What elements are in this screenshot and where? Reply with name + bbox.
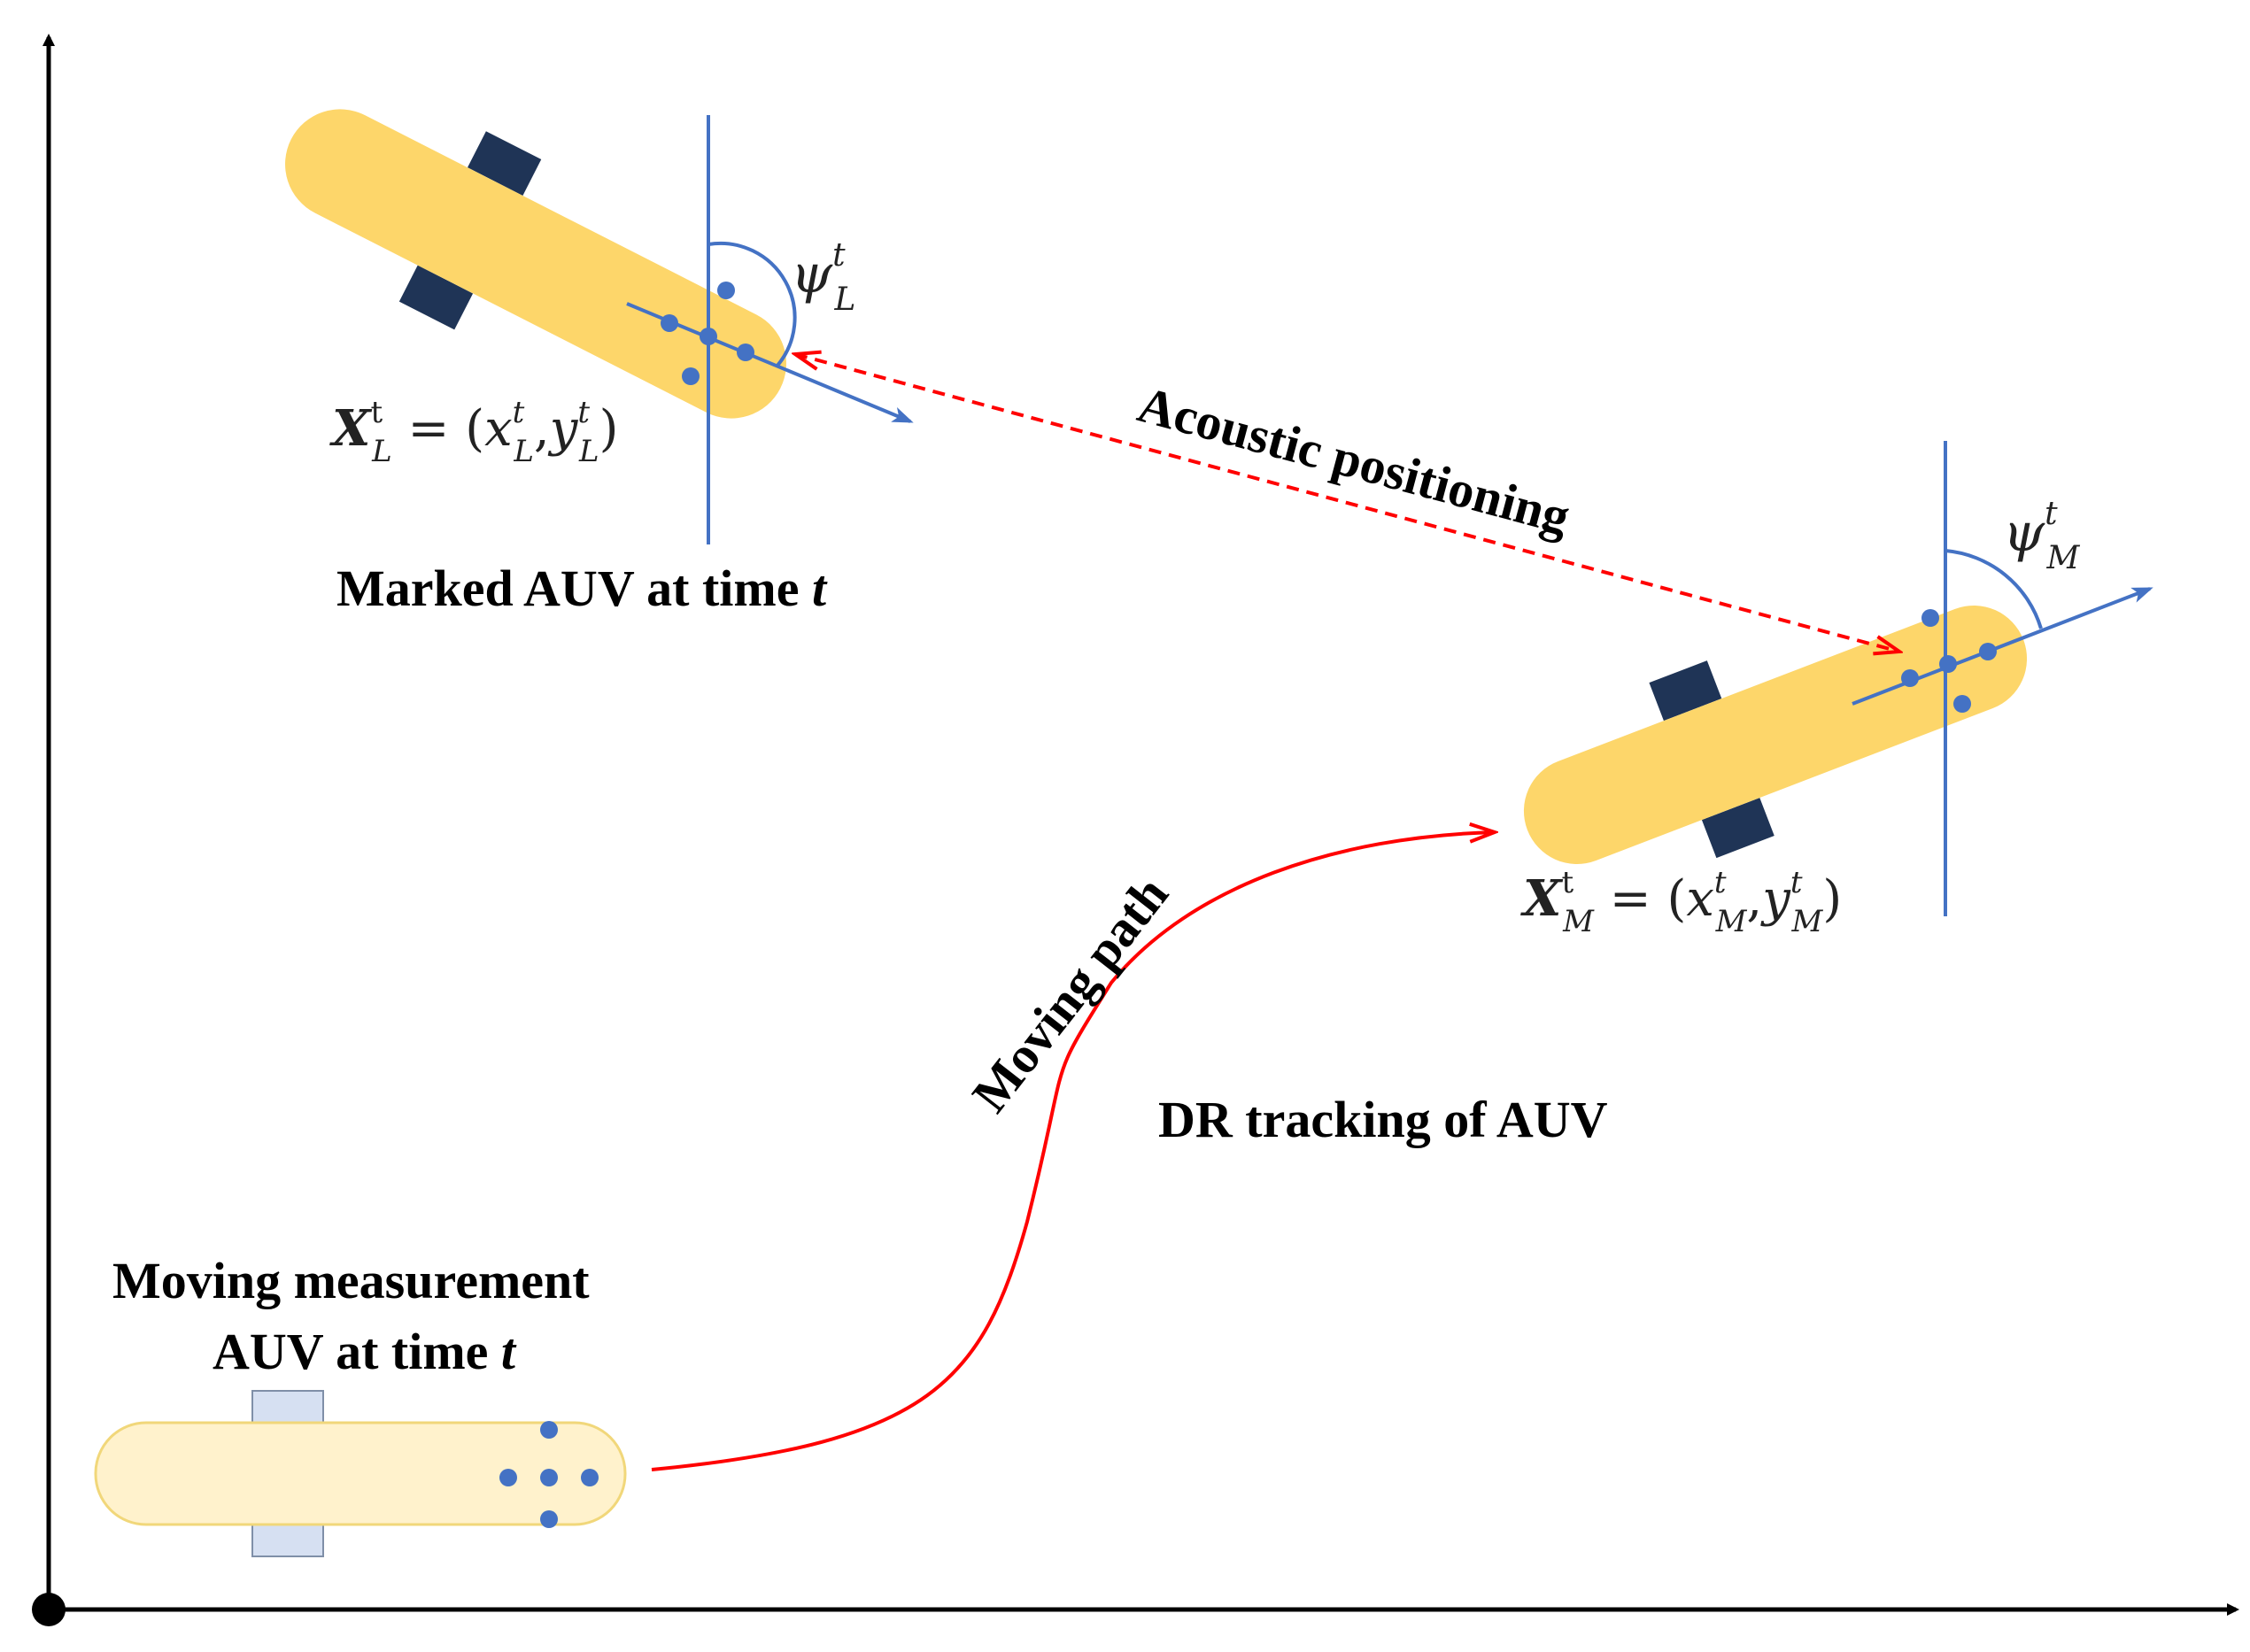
measurement-auv-fin-top: [1649, 660, 1722, 722]
measurement-auv-sensor-dot: [1939, 655, 1957, 673]
coordinate-axes: [32, 34, 2239, 1626]
measurement-auv-body: [1523, 605, 2028, 865]
marked-auv-fin-top: [468, 131, 542, 196]
start-auv-sensor-dot: [540, 1510, 558, 1528]
marked-auv-sensor-dot: [700, 328, 717, 345]
marked-auv-label: Marked AUV at time t: [336, 560, 828, 617]
marked-auv-sensor-dot: [661, 314, 678, 332]
start-auv-fin-bottom: [251, 1524, 324, 1557]
marked-auv-heading: [626, 115, 914, 544]
marked-auv-sensor-dot: [717, 282, 735, 299]
moving-path-label: Moving path: [961, 866, 1179, 1123]
marked-auv-sensor-dot: [682, 367, 700, 385]
measurement-auv-fin-bottom: [1701, 798, 1774, 859]
start-auv-sensor-dot: [540, 1469, 558, 1486]
measurement-auv-heading: [1852, 441, 2153, 916]
marked-auv-body: [285, 109, 786, 419]
start-auv-sensor-dot: [581, 1469, 599, 1486]
measurement-auv-sensor-dot: [1953, 695, 1971, 713]
marked-auv: [285, 109, 786, 419]
marked-auv-fin-bottom: [398, 265, 474, 330]
measurement-auv-sensor-dot: [1921, 609, 1939, 627]
dr-tracking-label: DR tracking of AUV: [1158, 1091, 1608, 1148]
moving-path-curve: [651, 832, 1495, 1471]
measurement-auv-heading-arrow: [1852, 587, 2153, 706]
measurement-auv-sensor-dot: [1901, 669, 1919, 687]
measurement-auv-heading-angle-arc: [1945, 549, 2043, 629]
origin-dot: [32, 1593, 66, 1626]
start-auv-body: [94, 1421, 627, 1526]
acoustic-positioning-label: Acoustic positioning: [1133, 375, 1576, 545]
measurement-auv-label-line2: AUV at time t: [213, 1323, 517, 1380]
start-auv-sensor-dot: [540, 1421, 558, 1439]
start-auv-fin-top: [251, 1390, 324, 1424]
measurement-auv-sensor-dot: [1979, 643, 1997, 660]
acoustic-positioning-link: [795, 354, 1899, 652]
marked-auv-sensor-dot: [737, 344, 754, 361]
marked-auv-heading-angle-arc: [707, 241, 797, 368]
measurement-auv-start: [94, 1390, 627, 1557]
measurement-auv-current: [1523, 605, 2028, 865]
start-auv-sensor-dot: [499, 1469, 517, 1486]
measurement-auv-label-line1: Moving measurement: [112, 1252, 590, 1309]
